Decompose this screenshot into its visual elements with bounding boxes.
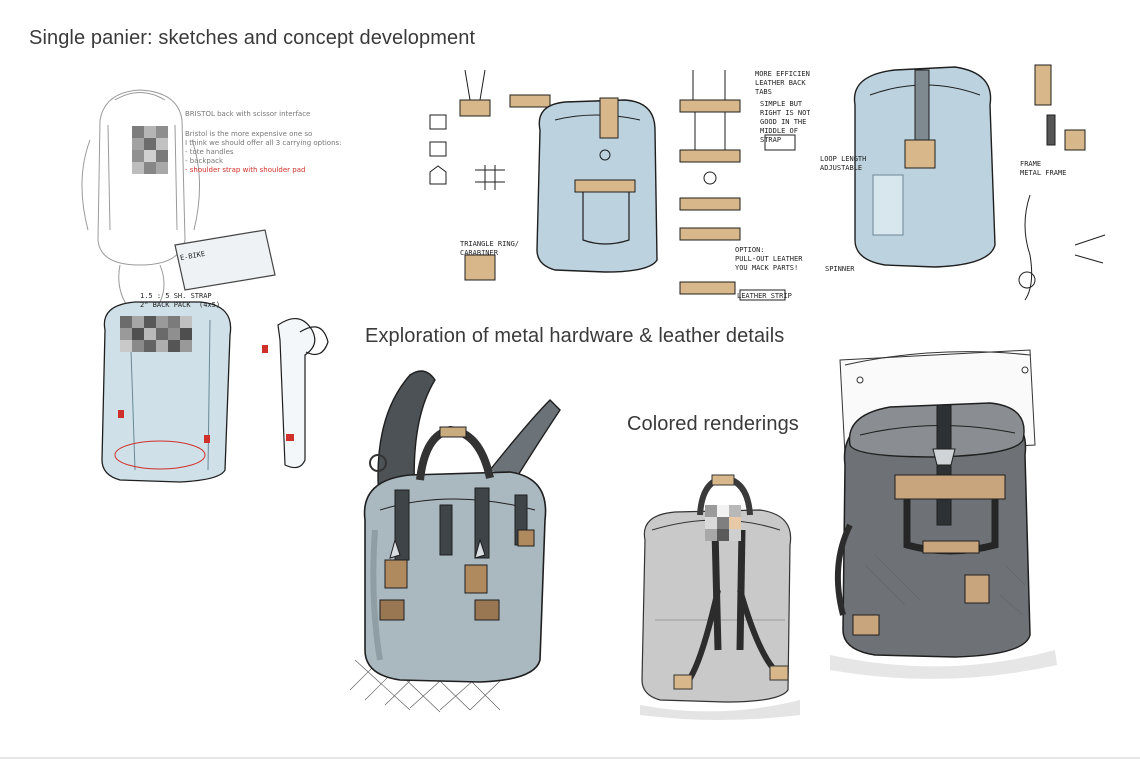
hardware-note: SIMPLE BUT RIGHT IS NOT GOOD IN THE MIDD… bbox=[760, 100, 810, 144]
blurred-logo-area bbox=[132, 126, 168, 174]
colored-rendering-dark-rolltop bbox=[825, 345, 1065, 690]
panier-clip-sketch bbox=[853, 64, 1106, 301]
blurred-logo-area bbox=[705, 505, 741, 541]
option-note: OPTION: PULL-OUT LEATHER YOU MACK PARTS! bbox=[735, 246, 803, 272]
loop-note: LOOP LENGTH ADJUSTABLE bbox=[820, 155, 867, 172]
caption-metal-hardware: Exploration of metal hardware & leather … bbox=[365, 325, 785, 347]
bristol-note-red: - shoulder strap with shoulder pad bbox=[185, 166, 306, 174]
colored-rendering-light-backpack bbox=[630, 470, 810, 725]
spinner-note: SPINNER bbox=[825, 265, 855, 273]
light-backpack-rendering bbox=[640, 474, 800, 720]
blue-panier-rendering bbox=[349, 370, 561, 713]
caption-sketches: Single panier: sketches and concept deve… bbox=[29, 27, 476, 49]
bristol-note-title: BRISTOL back with scissor interface bbox=[185, 110, 311, 118]
hardware-panier-sketch bbox=[536, 97, 658, 273]
strap-note: 1.5 : 5 SH. STRAP 2" BACK PACK (4x5) bbox=[140, 292, 221, 309]
bristol-note-body: Bristol is the more expensive one so I t… bbox=[185, 130, 342, 165]
hardware-detail-sketch bbox=[429, 69, 796, 301]
bottom-divider bbox=[0, 757, 1140, 759]
dark-rolltop-rendering bbox=[830, 349, 1057, 679]
triangle-note: TRIANGLE RING/ CARABINER bbox=[460, 240, 520, 257]
sketch-sheet-panier-clip: LOOP LENGTH ADJUSTABLE SPINNER FRAME MET… bbox=[815, 55, 1115, 310]
leather-strip-note: LEATHER STRIP bbox=[737, 292, 792, 300]
blue-panier-sketch bbox=[101, 301, 232, 483]
metal-hardware-rendering bbox=[340, 360, 570, 720]
sketch-sheet-hardware-details: MORE EFFICIENT LEATHER BACK TABS SIMPLE … bbox=[425, 50, 810, 312]
efficient-note: MORE EFFICIENT LEATHER BACK TABS bbox=[755, 70, 810, 96]
caption-colored-renderings: Colored renderings bbox=[627, 413, 799, 435]
frame-note: FRAME METAL FRAME bbox=[1020, 160, 1067, 177]
backpack-concept-sketch bbox=[81, 89, 329, 483]
sketch-sheet-backpack-concepts: BRISTOL back with scissor interface Bris… bbox=[60, 80, 350, 500]
